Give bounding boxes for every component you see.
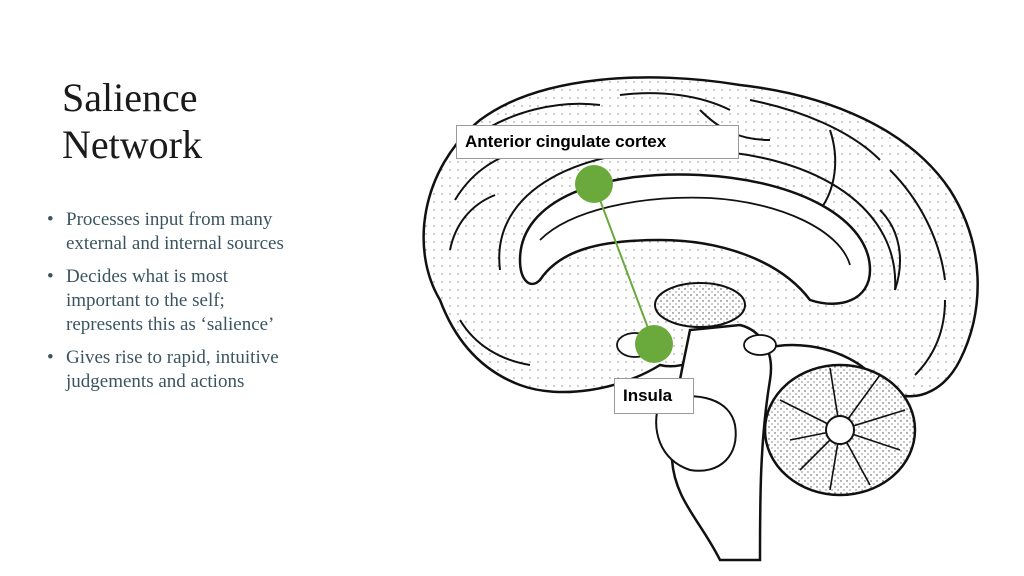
bullet-line: represents this as ‘salience’	[66, 314, 275, 335]
cerebellum	[763, 363, 917, 497]
bullet-dot-icon: •	[47, 347, 54, 368]
acc-insula-connection	[593, 183, 655, 345]
bullet-line: Processes input from many	[66, 209, 273, 230]
insula-label: Insula	[614, 378, 694, 414]
bullet-item: • Gives rise to rapid, intuitive judgeme…	[44, 346, 344, 394]
slide-title: Salience Network	[62, 74, 202, 168]
title-line-2: Network	[62, 122, 202, 167]
acc-node	[575, 165, 613, 203]
bullet-list: • Processes input from many external and…	[44, 208, 344, 403]
bullet-line: important to the self;	[66, 290, 225, 311]
title-line-1: Salience	[62, 75, 198, 120]
insula-node	[635, 325, 673, 363]
bullet-dot-icon: •	[47, 266, 54, 287]
bullet-line: external and internal sources	[66, 233, 284, 254]
bullet-line: Gives rise to rapid, intuitive	[66, 347, 279, 368]
pons	[655, 395, 737, 472]
acc-label: Anterior cingulate cortex	[456, 125, 739, 159]
bullet-dot-icon: •	[47, 209, 54, 230]
bullet-item: • Processes input from many external and…	[44, 208, 344, 256]
thalamus	[654, 282, 746, 328]
bullet-line: Decides what is most	[66, 266, 229, 287]
bullet-item: • Decides what is most important to the …	[44, 265, 344, 337]
bullet-line: judgements and actions	[66, 371, 245, 392]
